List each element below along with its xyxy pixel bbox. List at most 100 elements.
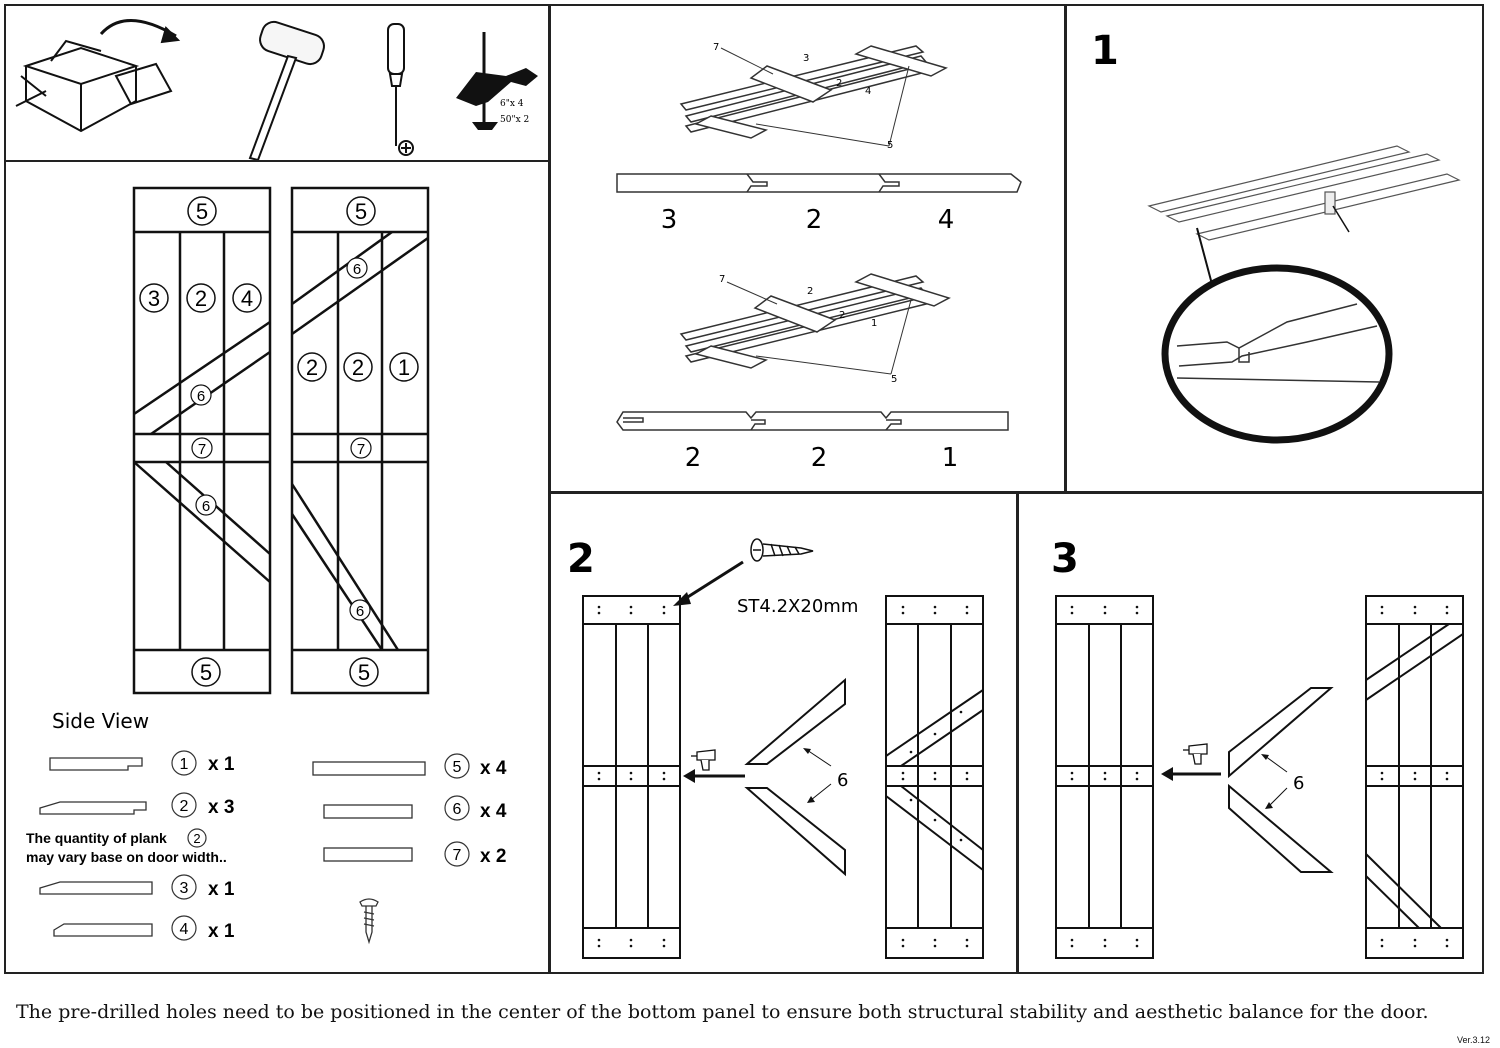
door-left-lower-brace: 6 [202, 498, 210, 515]
step3-holes-plain [1070, 605, 1139, 948]
door-right-plank-3: 1 [398, 355, 410, 380]
door-left [132, 186, 272, 695]
door-right-plank-2: 2 [352, 355, 364, 380]
callout-bottom-2a: 2 [807, 286, 813, 297]
plank-6-profile [323, 804, 413, 819]
part-3-qty: x 1 [208, 879, 235, 900]
step3-braces [1228, 687, 1334, 873]
part-6-qty: x 4 [480, 801, 507, 822]
profile-bottom-label-3: 1 [942, 443, 959, 473]
footer-note: The pre-drilled holes need to be positio… [16, 1001, 1429, 1023]
door-right-footer-label: 5 [358, 660, 370, 685]
callout-bottom-1: 1 [871, 318, 877, 329]
screwdriver-icon [387, 23, 414, 156]
version-label: Ver.3.12 [1456, 1035, 1490, 1045]
iso-assembly-top [679, 45, 948, 147]
step3-brace-label: 6 [1293, 773, 1304, 794]
part-4-num: 4 [180, 921, 189, 938]
door-right-plank-1: 2 [306, 355, 318, 380]
door-left-labels: 5 3 2 4 6 7 6 5 [139, 196, 262, 687]
door-left-rail: 7 [198, 441, 206, 458]
door-right-rail: 7 [357, 441, 365, 458]
part-7-num: 7 [453, 847, 462, 864]
profile-top-label-3: 4 [938, 205, 955, 235]
part-6-num: 6 [453, 801, 462, 818]
door-right-lower-brace: 6 [356, 603, 364, 620]
plank-profiles-panel: 7 3 2 4 5 3 2 4 7 2 2 1 5 [549, 4, 1066, 493]
side-view-parts [39, 757, 426, 945]
profile-bottom-label-1: 2 [685, 443, 702, 473]
callout-bottom-5: 5 [891, 374, 897, 385]
callout-top-7: 7 [713, 42, 719, 53]
mallet-icon [248, 20, 325, 162]
part-1-qty: x 1 [208, 754, 235, 775]
step2-door-plain [582, 595, 681, 959]
callout-top-4: 4 [865, 86, 871, 97]
side-view-part-labels: 1 x 1 2 x 3 3 x 1 4 x 1 5 x 4 6 x 4 7 x … [26, 750, 507, 942]
iso-assembly-bottom [679, 273, 951, 375]
part-3-num: 3 [180, 880, 189, 897]
door-right [290, 186, 430, 695]
step1-plank-assembly [1147, 145, 1461, 289]
step2-holes-braced [901, 605, 969, 948]
door-right-labels: 5 6 2 2 1 7 6 5 [297, 196, 419, 687]
quantity-note-line1: The quantity of plank [26, 830, 167, 846]
step2-panel: 2 ST4.2X20mm [549, 492, 1018, 974]
clamp-icon: 6"x 4 50"x 2 [456, 32, 538, 130]
callout-top-2: 2 [836, 78, 842, 89]
step3-number: 3 [1051, 536, 1079, 582]
step1-number: 1 [1091, 28, 1119, 74]
screw-size-label: ST4.2X20mm [737, 596, 858, 617]
door-parts-panel: 5 3 2 4 6 7 6 5 [4, 160, 550, 974]
part-4-qty: x 1 [208, 921, 235, 942]
profile-top-label-2: 2 [806, 205, 823, 235]
screw-icon-step2 [750, 538, 814, 562]
door-left-upper-brace: 6 [197, 388, 205, 405]
clamp-label-2: 50"x 2 [500, 115, 529, 125]
part-5-num: 5 [453, 759, 462, 776]
step2-door-braced [885, 595, 984, 959]
toolbox-icon [15, 19, 181, 133]
callout-bottom-2b: 2 [839, 310, 845, 321]
plank-3-profile [39, 881, 153, 895]
door-left-plank-3: 4 [241, 286, 253, 311]
step2-brace-label: 6 [837, 770, 848, 791]
part-5-qty: x 4 [480, 758, 507, 779]
screw-icon [359, 898, 379, 945]
quantity-note-num: 2 [193, 831, 200, 846]
callout-top-5: 5 [887, 140, 893, 151]
step2-braces [744, 677, 846, 877]
door-left-header-label: 5 [196, 199, 208, 224]
tools-panel: 6"x 4 50"x 2 [4, 4, 550, 162]
step2-holes-plain [597, 605, 666, 948]
step2-number: 2 [567, 536, 595, 582]
clamp-label-1: 6"x 4 [500, 99, 524, 109]
profile-strip-top [616, 173, 1022, 193]
door-right-upper-brace: 6 [353, 261, 361, 278]
step3-panel: 3 [1017, 492, 1484, 974]
step3-door-braced [1365, 595, 1464, 959]
profile-strip-bottom [616, 411, 1009, 431]
plank-1-profile [49, 757, 143, 771]
step3-door-plain [1055, 595, 1154, 959]
step1-panel: 1 [1065, 4, 1484, 493]
drill-icon-step2 [691, 749, 716, 771]
step3-holes-braced [1380, 605, 1449, 948]
part-1-num: 1 [180, 756, 189, 773]
plank-2-profile [39, 801, 147, 815]
profile-top-label-1: 3 [661, 205, 678, 235]
profile-bottom-label-2: 2 [811, 443, 828, 473]
callout-top-3: 3 [803, 53, 809, 64]
plank-4-profile [53, 923, 153, 937]
door-left-footer-label: 5 [200, 660, 212, 685]
part-2-num: 2 [180, 798, 189, 815]
quantity-note-line2: may vary base on door width.. [26, 849, 227, 865]
door-left-plank-2: 2 [195, 286, 207, 311]
part-2-qty: x 3 [208, 797, 234, 818]
door-right-header-label: 5 [355, 199, 367, 224]
plank-5-profile [312, 761, 426, 776]
plank-7-profile [323, 847, 413, 862]
drill-icon-step3 [1183, 743, 1208, 765]
callout-bottom-7: 7 [719, 274, 725, 285]
side-view-title: Side View [52, 709, 149, 733]
